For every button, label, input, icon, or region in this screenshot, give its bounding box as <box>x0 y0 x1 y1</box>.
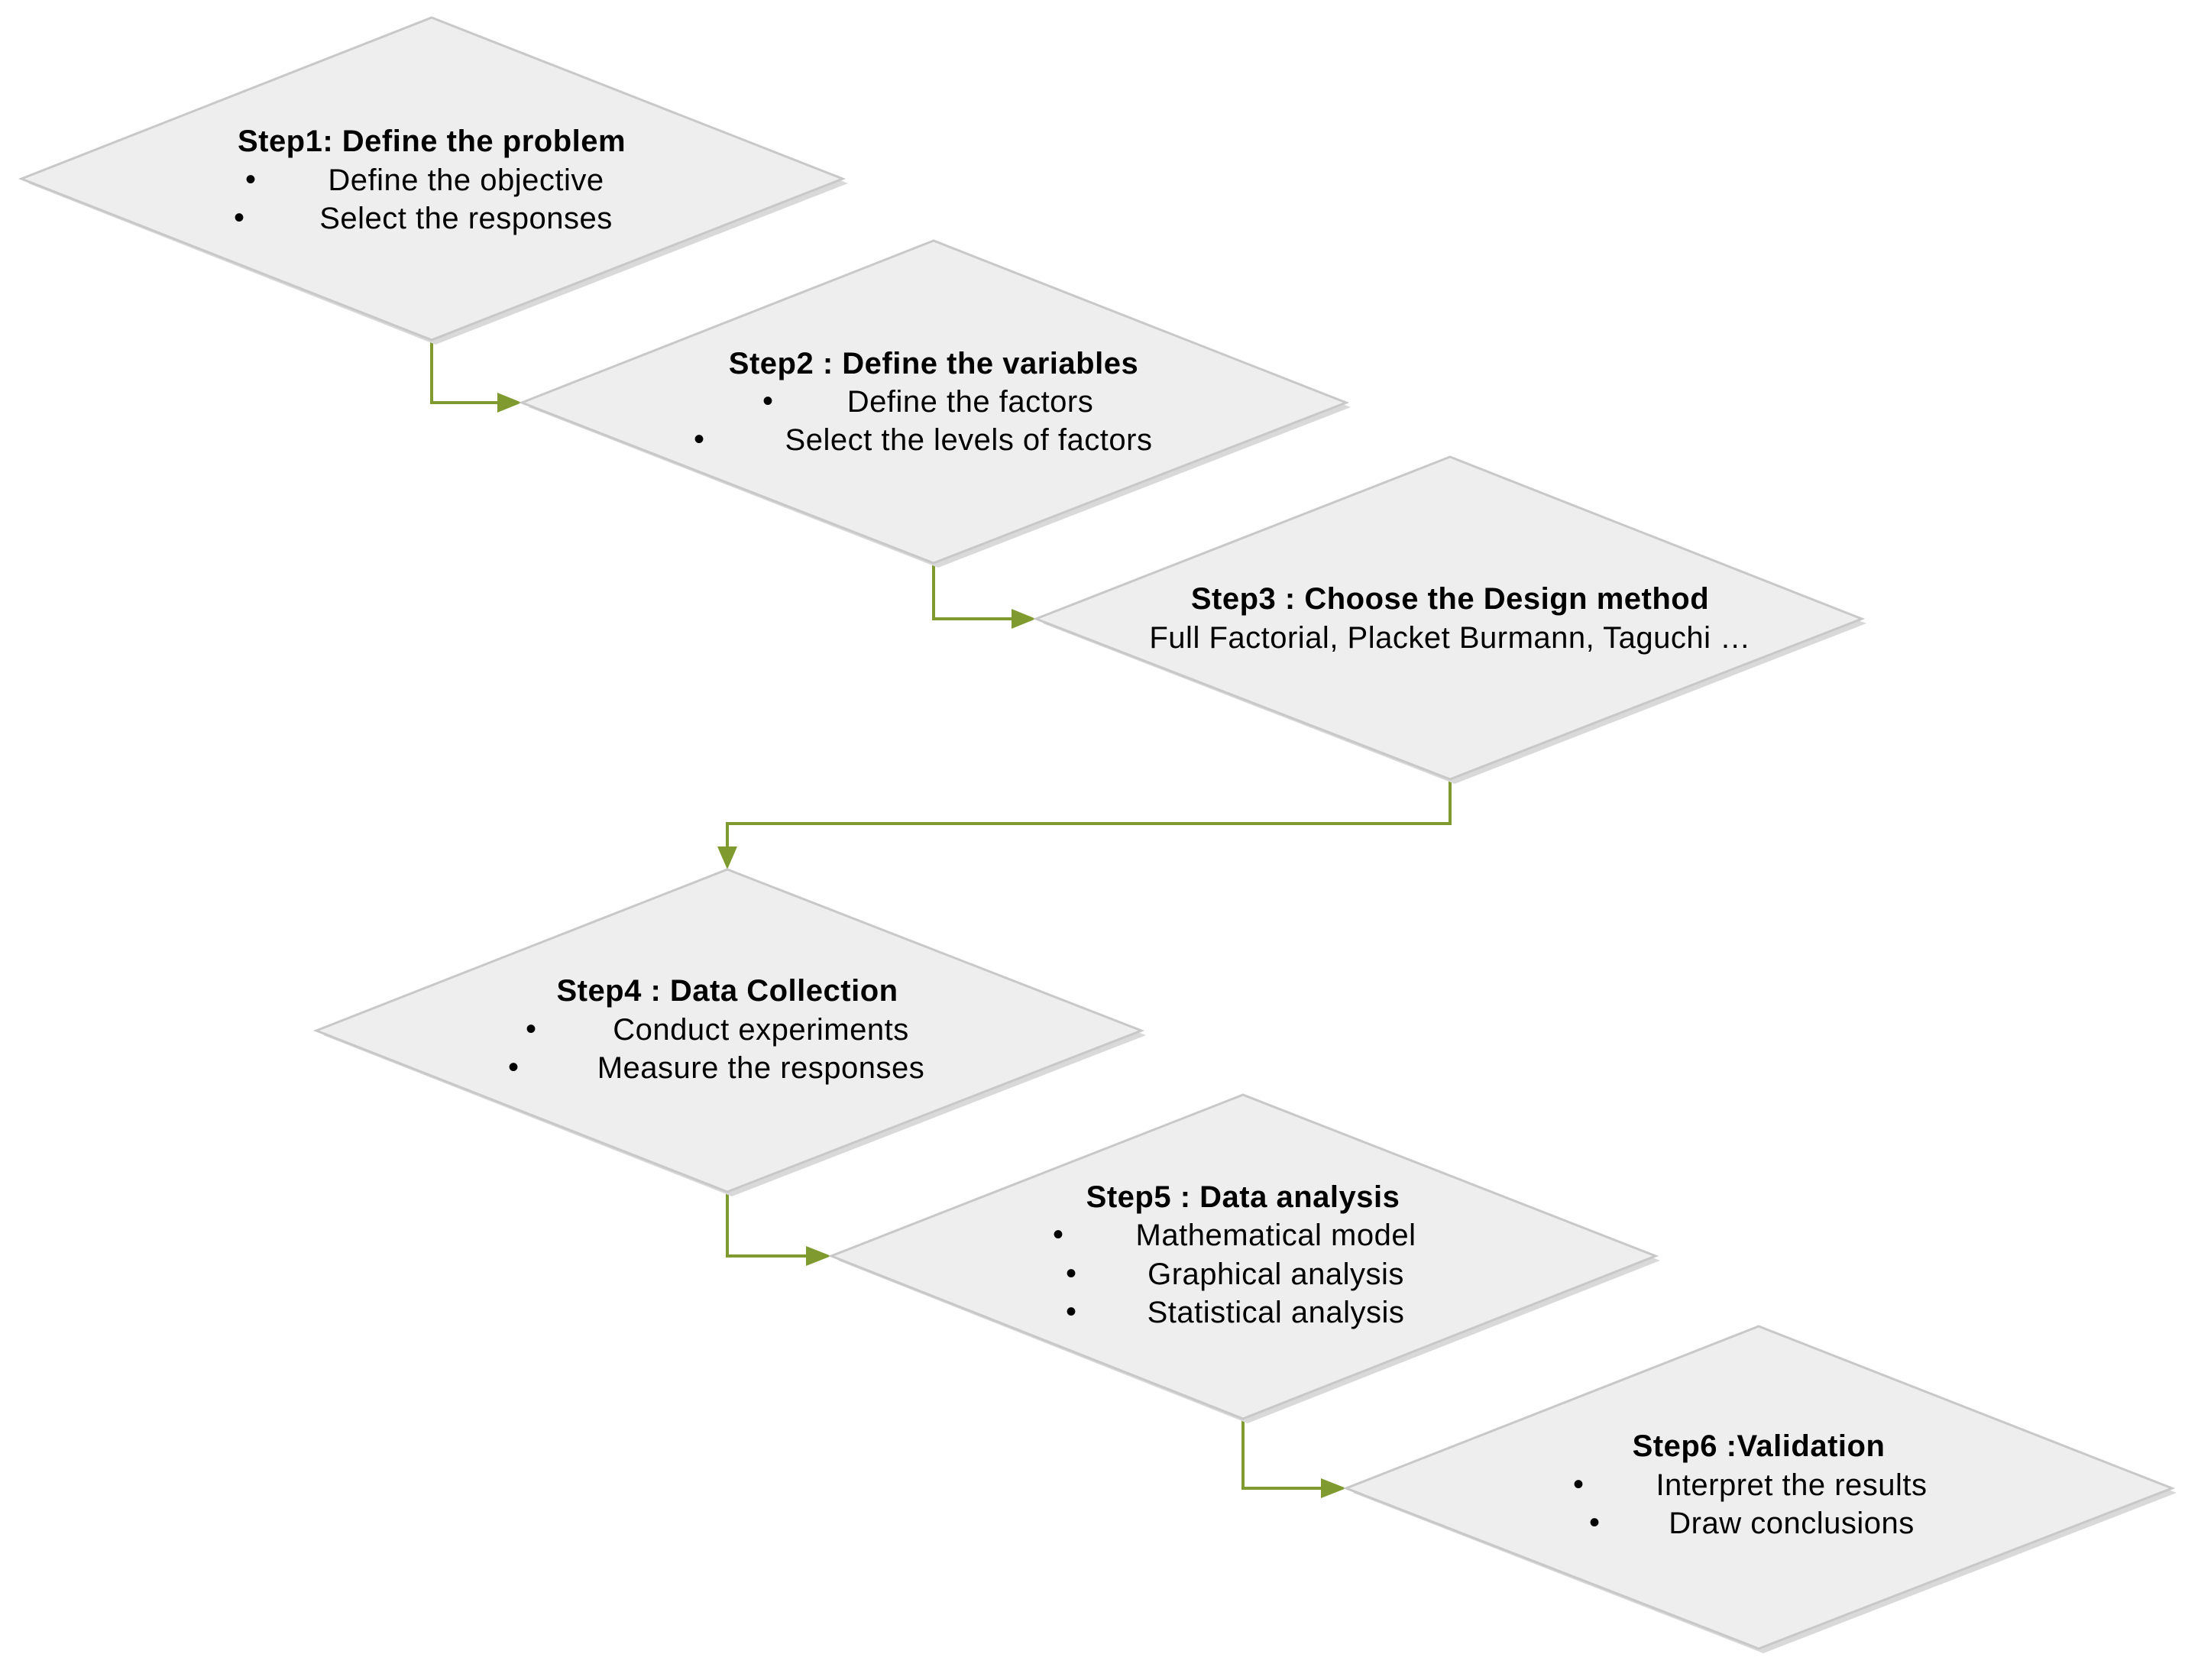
step6-diamond <box>1342 1325 2176 1650</box>
bullet-icon: • <box>234 201 244 235</box>
step5-title: Step5 : Data analysis <box>1086 1180 1400 1214</box>
step1-item-1: Define the objective <box>328 163 604 197</box>
step6-item-2: Draw conclusions <box>1669 1507 1914 1540</box>
bullet-icon: • <box>1573 1468 1584 1501</box>
arrowhead-step2 <box>497 393 522 413</box>
bullet-icon: • <box>508 1050 519 1084</box>
arrowhead-step3 <box>1012 609 1036 629</box>
step2-diamond <box>518 239 1350 565</box>
bullet-icon: • <box>1589 1506 1600 1539</box>
step4-title: Step4 : Data Collection <box>556 974 898 1008</box>
step2-item-1: Define the factors <box>847 385 1094 419</box>
step1-node: Step1: Define the problem • Define the o… <box>18 16 848 345</box>
bullet-icon: • <box>762 384 773 418</box>
arrowhead-step6 <box>1321 1478 1346 1498</box>
bullet-icon: • <box>526 1012 536 1046</box>
step2-title: Step2 : Define the variables <box>729 347 1138 380</box>
step1-diamond <box>18 16 846 342</box>
bullet-icon: • <box>694 422 704 456</box>
step5-node: Step5 : Data analysis • Mathematical mod… <box>827 1093 1660 1423</box>
step2-item-2: Select the levels of factors <box>785 423 1153 457</box>
bullet-icon: • <box>1053 1218 1063 1251</box>
step5-diamond <box>827 1093 1659 1420</box>
step4-node: Step4 : Data Collection • Conduct experi… <box>312 868 1146 1196</box>
step1-item-2: Select the responses <box>319 202 613 235</box>
connector-step1-step2 <box>430 340 500 404</box>
arrowhead-step5 <box>806 1246 831 1266</box>
arrowhead-step4 <box>717 846 737 869</box>
step3-title: Step3 : Choose the Design method <box>1191 582 1709 616</box>
step2-node: Step2 : Define the variables • Define th… <box>518 239 1351 568</box>
step3-diamond <box>1032 455 1866 781</box>
step3-node: Step3 : Choose the Design method Full Fa… <box>1032 455 1866 784</box>
step5-item-3: Statistical analysis <box>1148 1296 1405 1329</box>
connector-step4-step5 <box>726 1192 808 1258</box>
step6-item-1: Interpret the results <box>1656 1468 1927 1502</box>
step3-description: Full Factorial, Placket Burmann, Taguchi… <box>1149 621 1750 655</box>
step4-item-2: Measure the responses <box>597 1051 925 1085</box>
connector-step5-step6 <box>1241 1419 1323 1490</box>
step1-title: Step1: Define the problem <box>238 125 626 158</box>
step4-item-1: Conduct experiments <box>613 1013 908 1047</box>
connectors <box>430 340 1452 1498</box>
step4-diamond <box>312 868 1145 1193</box>
connector-step2-step3 <box>932 563 1015 620</box>
bullet-icon: • <box>245 163 256 196</box>
step5-item-1: Mathematical model <box>1136 1219 1416 1252</box>
bullet-icon: • <box>1066 1257 1076 1290</box>
step6-node: Step6 :Validation • Interpret the result… <box>1342 1325 2177 1653</box>
step5-item-2: Graphical analysis <box>1148 1258 1404 1291</box>
bullet-icon: • <box>1066 1295 1076 1329</box>
connector-step3-step4 <box>726 779 1452 850</box>
step6-title: Step6 :Validation <box>1633 1429 1886 1463</box>
